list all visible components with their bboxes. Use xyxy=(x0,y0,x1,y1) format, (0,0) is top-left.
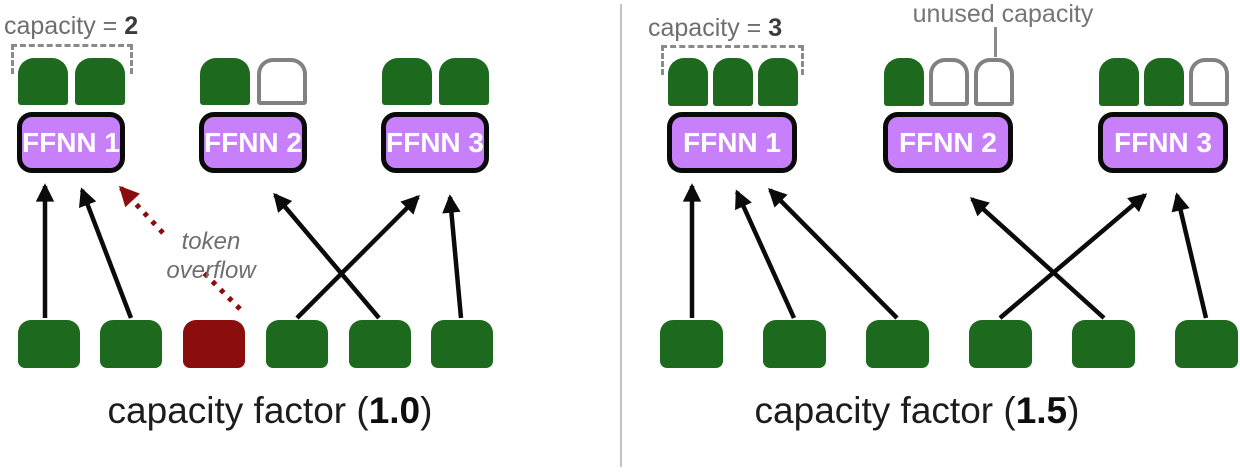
panel-caption: capacity factor (1.0) xyxy=(108,390,433,432)
ffnn-expert-box: FFNN 2 xyxy=(883,112,1013,173)
caption-text: capacity factor ( xyxy=(754,390,1016,431)
overflow-token xyxy=(183,320,245,368)
input-token xyxy=(763,320,826,368)
input-token xyxy=(1072,320,1135,368)
routing-arrow xyxy=(734,189,797,319)
capacity-dashed-box xyxy=(661,45,804,75)
caption-value: 1.0 xyxy=(368,390,421,431)
capacity-value: 2 xyxy=(124,12,139,40)
input-token xyxy=(866,320,929,368)
capacity-label: capacity = 3 xyxy=(648,14,782,43)
ffnn-label: FFNN 2 xyxy=(899,126,997,158)
panel-caption: capacity factor (1.5) xyxy=(755,390,1080,432)
capacity-slot-used xyxy=(713,58,753,106)
capacity-slot-used xyxy=(884,58,924,106)
ffnn-label: FFNN 3 xyxy=(1114,126,1212,158)
capacity-slot-used xyxy=(200,58,250,105)
routing-arrow xyxy=(998,193,1148,320)
input-token xyxy=(431,320,493,368)
capacity-slot-empty xyxy=(257,58,307,105)
capacity-label-text: capacity = xyxy=(4,12,125,40)
input-token xyxy=(660,320,723,368)
capacity-value: 3 xyxy=(768,14,783,42)
input-token xyxy=(349,320,411,368)
routing-arrow xyxy=(442,194,464,319)
routing-arrow xyxy=(1171,192,1209,319)
capacity-label: capacity = 2 xyxy=(4,12,138,41)
capacity-slot-used xyxy=(1144,58,1184,106)
capacity-slot-used xyxy=(75,58,125,105)
routing-arrow xyxy=(768,188,899,320)
ffnn-expert-box: FFNN 3 xyxy=(1098,112,1228,173)
ffnn-label: FFNN 1 xyxy=(683,126,781,158)
ffnn-expert-box: FFNN 2 xyxy=(199,112,307,173)
panel-divider xyxy=(620,4,622,467)
routing-arrow xyxy=(295,195,420,320)
capacity-slot-used xyxy=(1099,58,1139,106)
capacity-slot-used xyxy=(758,58,798,106)
capacity-slot-used xyxy=(439,58,489,105)
ffnn-expert-box: FFNN 1 xyxy=(667,112,797,173)
ffnn-label: FFNN 1 xyxy=(22,126,120,158)
token-overflow-line1: token xyxy=(181,228,241,255)
caption-suffix: ) xyxy=(1067,390,1080,431)
unused-capacity-label: unused capacity xyxy=(912,0,1094,28)
capacity-slot-used xyxy=(668,58,708,106)
capacity-slot-used xyxy=(18,58,68,105)
caption-text: capacity factor ( xyxy=(107,390,369,431)
routing-arrow xyxy=(273,192,381,320)
capacity-slot-empty xyxy=(929,58,969,106)
ffnn-expert-box: FFNN 3 xyxy=(381,112,489,173)
capacity-slot-empty xyxy=(1189,58,1229,106)
capacity-dashed-box xyxy=(11,44,133,74)
caption-value: 1.5 xyxy=(1015,390,1068,431)
input-token xyxy=(1175,320,1238,368)
capacity-slot-empty xyxy=(974,58,1014,106)
token-overflow-line2: overflow xyxy=(166,257,256,285)
ffnn-label: FFNN 3 xyxy=(386,126,484,158)
caption-suffix: ) xyxy=(420,390,433,431)
overflow-arrow-head-segment xyxy=(118,185,165,235)
input-token xyxy=(100,320,162,368)
input-token xyxy=(18,320,80,368)
capacity-slot-used xyxy=(382,58,432,105)
unused-capacity-pointer-line xyxy=(994,27,997,57)
ffnn-label: FFNN 2 xyxy=(204,126,302,158)
routing-arrow xyxy=(969,197,1106,320)
routing-arrow xyxy=(78,187,134,319)
input-token xyxy=(969,320,1032,368)
ffnn-expert-box: FFNN 1 xyxy=(17,112,125,173)
input-token xyxy=(266,320,328,368)
capacity-label-text: capacity = xyxy=(648,14,769,42)
